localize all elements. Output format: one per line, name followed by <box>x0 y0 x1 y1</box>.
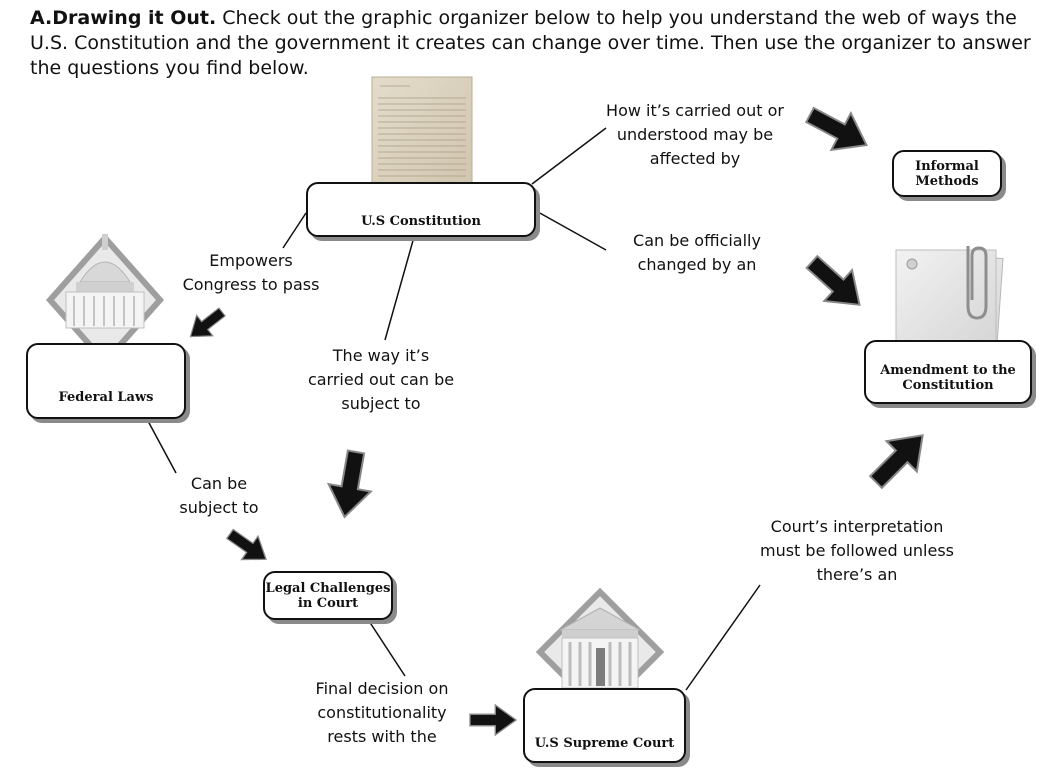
node-supreme-court-label: U.S Supreme Court <box>534 736 675 751</box>
label-officially-changed: Can be officially changed by an <box>633 231 761 274</box>
intro-text: A.Drawing it Out. Check out the graphic … <box>30 6 1040 81</box>
line-constitution-way <box>384 236 415 341</box>
node-legal-challenges: Legal Challenges in Court <box>263 571 393 620</box>
black-arrow-icon-group <box>189 106 924 737</box>
node-federal-laws: Federal Laws <box>26 343 186 419</box>
arrow-to-amendment <box>805 254 861 306</box>
arrow-to-amendment-from-court <box>868 434 924 490</box>
arrow-to-legal-challenges-top <box>326 449 373 519</box>
node-supreme-court: U.S Supreme Court <box>523 688 686 763</box>
line-federal-subject <box>147 420 177 474</box>
line-constitution-officially <box>537 211 607 251</box>
line-constitution-empowers <box>282 212 307 249</box>
arrow-to-legal-challenges-left <box>225 528 267 561</box>
constitution-document-icon <box>371 76 473 201</box>
node-federal-laws-label: Federal Laws <box>58 390 154 405</box>
line-legal-final <box>368 620 406 677</box>
label-empowers-congress: Empowers Congress to pass <box>182 251 320 294</box>
intro-heading: A.Drawing it Out. <box>30 7 217 29</box>
node-us-constitution: U.S Constitution <box>306 182 536 237</box>
line-constitution-carried <box>531 127 607 185</box>
label-way-carried-out: The way it’s carried out can be subject … <box>307 346 455 413</box>
node-legal-challenges-label: Legal Challenges in Court <box>265 580 391 611</box>
connector-lines <box>147 127 761 691</box>
arrow-to-federal-laws <box>189 307 226 338</box>
arrow-to-informal <box>804 106 868 152</box>
supreme-court-building-icon <box>535 587 665 717</box>
intro-body: Check out the graphic organizer below to… <box>30 7 1031 79</box>
label-can-be-subject: Can be subject to <box>179 474 259 517</box>
node-amendment: Amendment to the Constitution <box>864 340 1032 404</box>
paper-clip-notes-icon <box>895 246 1004 349</box>
node-informal-methods: Informal Methods <box>892 150 1002 197</box>
node-us-constitution-label: U.S Constitution <box>361 214 481 229</box>
node-informal-methods-label: Informal Methods <box>915 158 979 189</box>
arrow-to-supreme-court <box>469 703 518 737</box>
label-carried-out: How it’s carried out or understood may b… <box>606 101 784 168</box>
line-supreme-interpretation <box>685 584 761 691</box>
label-court-interpretation: Court’s interpretation must be followed … <box>759 517 955 584</box>
capitol-building-icon <box>45 233 165 367</box>
node-amendment-label: Amendment to the Constitution <box>880 363 1016 393</box>
label-final-decision: Final decision on constitutionality rest… <box>315 679 449 746</box>
